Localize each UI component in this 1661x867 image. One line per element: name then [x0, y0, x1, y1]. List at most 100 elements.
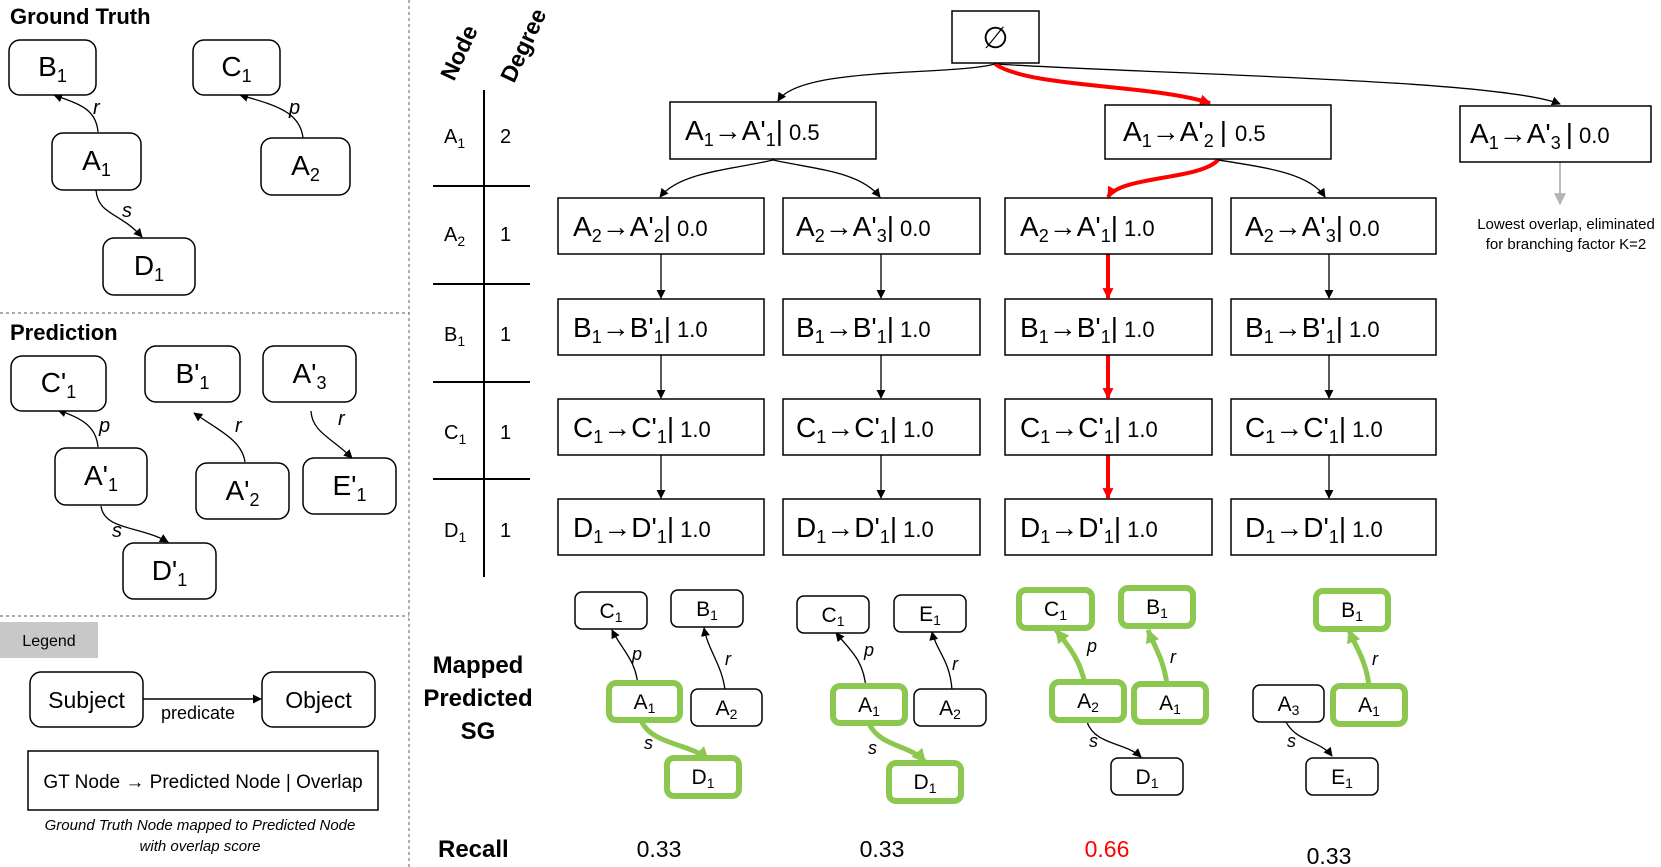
svg-text:A1→A'2|0.5: A1→A'2|0.5	[1123, 116, 1266, 151]
pred-node-e1	[302, 457, 397, 515]
svg-text:A2→A'3|0.0: A2→A'3|0.0	[796, 211, 931, 246]
svg-text:E'1: E'1	[332, 470, 366, 505]
recall-label: Recall	[438, 836, 509, 863]
tree-node	[557, 398, 765, 456]
gt-edge-a1-d1	[95, 189, 143, 238]
svg-text:A'2: A'2	[225, 475, 259, 510]
tree-root-label: ∅	[982, 22, 1008, 55]
svg-text:C1: C1	[221, 51, 251, 86]
mapped-node-matched	[606, 680, 683, 723]
svg-text:A2→A'3|0.0: A2→A'3|0.0	[1245, 211, 1380, 246]
svg-text:B1: B1	[696, 598, 718, 623]
recall-value-best: 0.66	[1085, 836, 1130, 862]
prediction-panel: Prediction p r r s C'1 B'1 A'3 A'1 A'2 E…	[10, 320, 397, 600]
legend-caption-line2: with overlap score	[140, 838, 261, 855]
gt-node-b1	[8, 39, 97, 96]
gt-edge-label-p: p	[288, 97, 300, 119]
gt-edge-a2-c1	[239, 93, 304, 139]
best-path	[993, 62, 1220, 500]
pred-edge-label-p: p	[98, 415, 110, 437]
gt-node-a2	[260, 137, 351, 196]
search-tree: ∅ A1→A'1|0.5 A1→A'2|0.5 A1→A'3|0.0 Lowes…	[557, 10, 1655, 556]
tree-node-best	[1004, 197, 1213, 255]
svg-text:E1: E1	[1331, 766, 1353, 791]
mapped-node	[1110, 757, 1184, 796]
svg-text:D1: D1	[914, 771, 937, 796]
degree-table: Node Degree A1 2 A2 1 B1 1 C1 1 D1 1	[433, 4, 551, 577]
svg-text:C'1: C'1	[41, 367, 77, 402]
svg-text:s: s	[1287, 731, 1296, 751]
mapped-node-matched	[1049, 679, 1127, 723]
table-row: A2 1	[444, 224, 511, 249]
mapped-node-matched	[1016, 587, 1095, 631]
svg-text:B'1: B'1	[175, 358, 209, 393]
svg-text:D1: D1	[692, 766, 715, 791]
svg-text:D1: D1	[1136, 766, 1159, 791]
pred-node-d1	[122, 542, 217, 600]
svg-text:B1→B'1|1.0: B1→B'1|1.0	[1245, 312, 1380, 347]
svg-text:B1→B'1|1.0: B1→B'1|1.0	[573, 312, 708, 347]
gt-edge-label-s: s	[122, 200, 132, 222]
svg-text:B1: B1	[444, 324, 465, 349]
pred-edge-a3-e1	[310, 410, 353, 459]
svg-text:C1→C'1|1.0: C1→C'1|1.0	[573, 412, 711, 447]
table-row: B1 1	[444, 324, 511, 349]
recall-value: 0.33	[637, 836, 682, 862]
pred-node-a1	[54, 447, 148, 506]
svg-text:A1→A'1|0.5: A1→A'1|0.5	[685, 115, 820, 150]
mapped-node	[913, 688, 987, 727]
legend-object-node	[261, 671, 376, 728]
mapped-node	[690, 688, 763, 727]
svg-text:s: s	[644, 733, 653, 753]
svg-text:A1: A1	[1358, 694, 1380, 719]
mapped-node	[670, 589, 744, 628]
svg-text:B1→B'1|1.0: B1→B'1|1.0	[796, 312, 931, 347]
svg-text:A1: A1	[1159, 692, 1181, 717]
svg-text:r: r	[1372, 649, 1379, 669]
svg-text:p: p	[631, 644, 642, 664]
svg-text:1: 1	[500, 422, 511, 444]
recall-value: 0.33	[860, 836, 905, 862]
legend-tag	[0, 622, 98, 658]
pred-edge-label-r2: r	[338, 408, 346, 430]
mapped-node	[1252, 684, 1325, 723]
svg-text:A2: A2	[1077, 690, 1099, 715]
svg-text:D1: D1	[444, 520, 466, 545]
svg-text:B1: B1	[38, 51, 67, 86]
mapped-graph: r s B1 A3 A1 E1	[1252, 588, 1408, 796]
tree-node	[1230, 298, 1437, 356]
svg-text:D1→D'1|1.0: D1→D'1|1.0	[796, 512, 934, 547]
mapped-graph: p r s C1 E1 A1 A2 D1	[796, 594, 987, 804]
mapped-node	[796, 595, 870, 634]
tree-node	[557, 498, 765, 556]
svg-text:C1: C1	[822, 604, 845, 629]
mapped-node-matched	[1131, 681, 1209, 725]
ground-truth-panel: Ground Truth r p s B1 C1 A1 A2 D1	[8, 4, 351, 296]
pred-edge-a2-b1	[193, 412, 246, 463]
pred-node-c1	[10, 355, 107, 412]
svg-text:A1→A'3|0.0: A1→A'3|0.0	[1470, 118, 1610, 153]
svg-text:A2: A2	[444, 224, 465, 249]
pred-node-a3	[262, 345, 357, 403]
gt-node-d1	[102, 237, 196, 296]
svg-text:C1→C'1|1.0: C1→C'1|1.0	[1245, 412, 1383, 447]
mapped-node-matched	[886, 760, 964, 804]
legend-predicate-label: predicate	[161, 703, 235, 723]
pred-node-a2	[195, 462, 290, 520]
mapped-node	[1305, 757, 1379, 796]
legend-object-label: Object	[285, 687, 352, 713]
svg-text:s: s	[1089, 731, 1098, 751]
tree-node	[1230, 498, 1437, 556]
tree-node	[1230, 398, 1437, 456]
mapped-sg-label: Mapped Predicted SG	[423, 652, 532, 745]
mapped-node	[574, 591, 648, 630]
tree-node-a1-a2	[1104, 104, 1332, 160]
svg-text:C1: C1	[1044, 598, 1067, 623]
recall-row: Recall 0.33 0.33 0.66 0.33	[438, 836, 1351, 867]
legend-subject-node	[29, 671, 144, 728]
tree-node	[782, 197, 981, 255]
mapped-graph: p r s C1 B1 A1 A2 D1	[574, 589, 763, 799]
svg-text:A'1: A'1	[84, 460, 118, 495]
mapped-node-matched	[664, 755, 742, 799]
